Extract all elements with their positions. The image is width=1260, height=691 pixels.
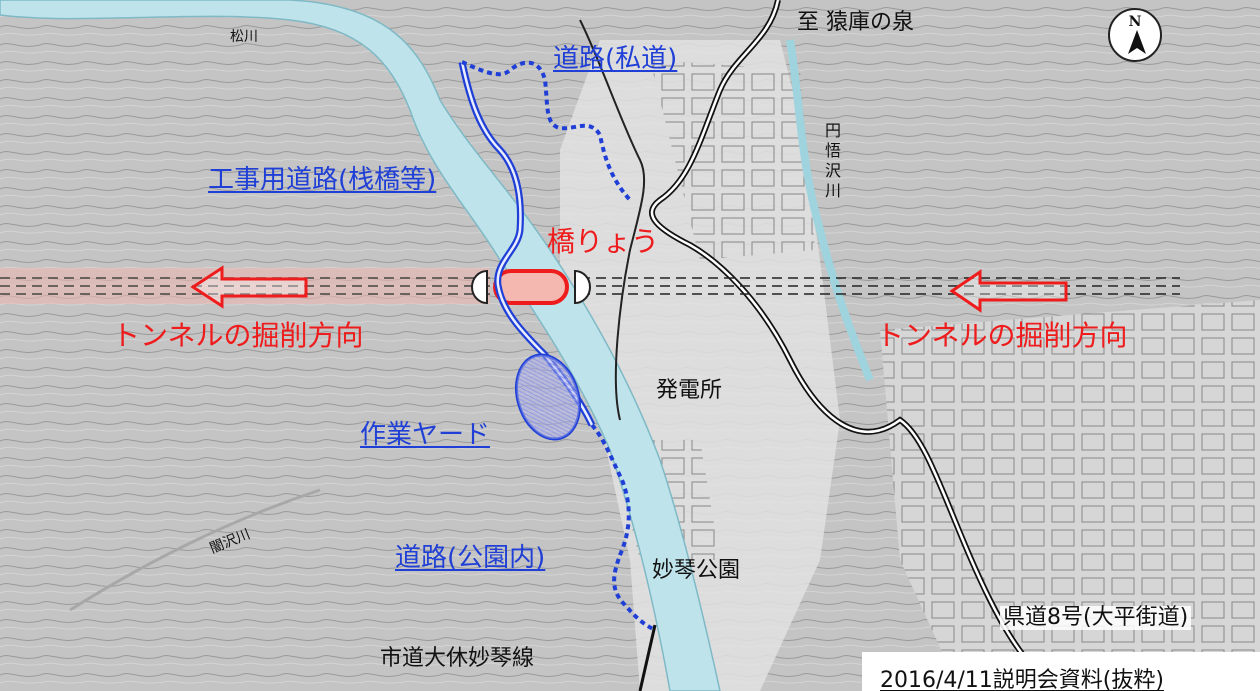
source-caption: 2016/4/11説明会資料(抜粋)	[880, 668, 1164, 691]
source-caption-box: 2016/4/11説明会資料(抜粋)	[862, 652, 1260, 691]
label-engosawa: 円悟沢川	[822, 122, 841, 202]
label-matsukawa: 松川	[230, 29, 258, 45]
label-power-station: 発電所	[656, 378, 723, 403]
label-shido: 市道大休妙琴線	[380, 646, 535, 671]
north-letter: N	[1128, 14, 1142, 30]
label-construction-road[interactable]: 工事用道路(栈橋等)	[208, 165, 437, 195]
private-road[interactable]	[461, 60, 632, 202]
tunnel-alignment	[0, 268, 1180, 304]
power-station-grounds	[650, 60, 815, 260]
engosawa-river	[786, 39, 874, 382]
tunnel-arrow-right	[949, 269, 1068, 313]
work-yard-fill	[516, 355, 580, 439]
label-to-saruko: 至 猿庫の泉	[797, 10, 914, 35]
north-arrow-icon	[1128, 30, 1146, 54]
building-blocks	[880, 300, 1260, 691]
kurasawa-stream	[69, 488, 321, 612]
label-work-yard[interactable]: 作業ヤード	[360, 420, 491, 450]
label-park-road[interactable]: 道路(公園内)	[395, 543, 546, 573]
label-tunnel-direction-right: トンネルの掘削方向	[876, 319, 1128, 352]
work-yard[interactable]	[506, 347, 590, 447]
label-myoukin-park: 妙琴公園	[652, 558, 741, 583]
park-road[interactable]	[590, 423, 656, 632]
local-road	[579, 19, 646, 421]
label-kendo-8: 県道8号(大平街道)	[1000, 606, 1192, 630]
matsukawa-river	[0, 0, 721, 691]
west-portal	[471, 269, 488, 305]
north-arrow: N	[1108, 8, 1162, 62]
label-bridge: 橋りょう	[547, 225, 660, 258]
east-portal	[574, 269, 591, 305]
shido-road	[638, 624, 657, 691]
label-tunnel-direction-left: トンネルの掘削方向	[112, 319, 364, 352]
tunnel-arrow-left	[190, 265, 308, 309]
label-private-road[interactable]: 道路(私道)	[553, 44, 678, 74]
bridge-marker[interactable]	[493, 269, 569, 305]
road-to-saruko-inner	[650, 0, 1061, 691]
